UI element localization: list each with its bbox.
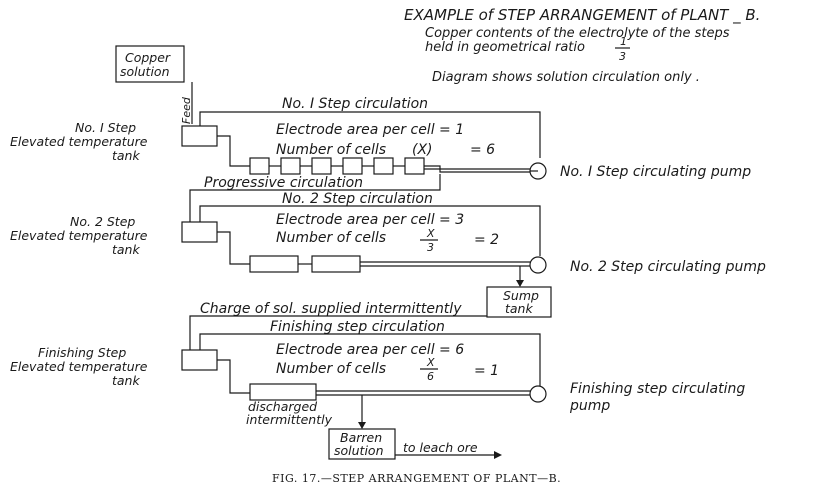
step2-tank bbox=[181, 221, 218, 243]
finishing-number-of-cells: Number of cells bbox=[276, 361, 386, 377]
finishing-pump-label-1: Finishing step circulating bbox=[570, 381, 745, 397]
barren-solution-label-1: Barren bbox=[340, 430, 382, 445]
step2-cell-1 bbox=[249, 255, 299, 273]
step2-tank-label-2: Elevated temperature bbox=[10, 228, 148, 243]
discharged-label-1: discharged bbox=[248, 399, 317, 414]
step2-to-sump-arrow bbox=[516, 280, 524, 287]
finishing-electrode-area: Electrode area per cell = 6 bbox=[276, 342, 464, 358]
copper-solution-box bbox=[115, 45, 185, 83]
figure-caption: FIG. 17.—STEP ARRANGEMENT OF PLANT—B. bbox=[272, 472, 561, 485]
discharged-label-2: intermittently bbox=[246, 412, 333, 427]
barren-solution-label-2: solution bbox=[334, 443, 384, 458]
step1-cells-value: = 6 bbox=[470, 142, 495, 158]
charge-label: Charge of sol. supplied intermittently bbox=[200, 301, 462, 317]
step1-tank bbox=[181, 125, 218, 147]
finishing-tank-label-3: tank bbox=[112, 373, 140, 388]
step2-tank-to-cells bbox=[217, 231, 250, 265]
sump-tank-label-2: tank bbox=[505, 301, 533, 316]
step2-circulation-line bbox=[199, 205, 541, 256]
step1-circulation-label: No. I Step circulation bbox=[282, 96, 428, 112]
step1-electrode-area: Electrode area per cell = 1 bbox=[276, 122, 464, 138]
finishing-pump bbox=[529, 385, 547, 403]
charge-line bbox=[189, 315, 487, 350]
finishing-tank bbox=[181, 349, 218, 371]
finishing-pump-label-2: pump bbox=[569, 398, 610, 414]
step1-cell-1 bbox=[249, 157, 270, 175]
step2-electrode-area: Electrode area per cell = 3 bbox=[276, 212, 464, 228]
step2-cells-value: = 2 bbox=[474, 232, 499, 248]
feed-label: Feed bbox=[180, 96, 193, 124]
step1-tank-label-1: No. I Step bbox=[75, 120, 136, 135]
step1-circulation-line bbox=[199, 111, 541, 158]
finishing-tank-label-1: Finishing Step bbox=[38, 345, 126, 360]
step1-cell-5 bbox=[373, 157, 394, 175]
step1-cell-6 bbox=[404, 157, 425, 175]
step1-number-of-cells: Number of cells bbox=[276, 142, 386, 158]
step2-tank-label-1: No. 2 Step bbox=[70, 214, 135, 229]
step2-tank-label-3: tank bbox=[112, 242, 140, 257]
step1-tank-label-3: tank bbox=[112, 148, 140, 163]
finishing-cell bbox=[249, 383, 317, 401]
leach-arrow bbox=[494, 451, 502, 459]
header-line-3: held in geometrical ratio bbox=[425, 40, 585, 55]
step1-cell-2 bbox=[280, 157, 301, 175]
step1-cell-4 bbox=[342, 157, 363, 175]
ratio-denominator: 3 bbox=[619, 50, 626, 63]
finishing-frac-numerator: X bbox=[426, 356, 435, 369]
diagram-note: Diagram shows solution circulation only … bbox=[432, 70, 700, 85]
discharge-arrow bbox=[358, 422, 366, 429]
header-line-2: Copper contents of the electrolyte of th… bbox=[425, 26, 730, 41]
ratio-numerator: 1 bbox=[620, 35, 627, 48]
step2-frac-denominator: 3 bbox=[427, 241, 434, 254]
copper-solution-label-1: Copper bbox=[125, 50, 171, 65]
step2-number-of-cells: Number of cells bbox=[276, 230, 386, 246]
step1-tank-to-cells bbox=[217, 135, 250, 167]
progressive-circulation-label: Progressive circulation bbox=[204, 175, 363, 191]
step2-circulation-label: No. 2 Step circulation bbox=[282, 191, 433, 207]
copper-solution-label-2: solution bbox=[120, 64, 170, 79]
finishing-tank-label-2: Elevated temperature bbox=[10, 359, 148, 374]
step1-tank-label-2: Elevated temperature bbox=[10, 134, 148, 149]
diagram-title: EXAMPLE of STEP ARRANGEMENT of PLANT _ B… bbox=[404, 6, 760, 25]
progressive-circulation-line bbox=[189, 174, 441, 222]
step1-cells-expression: (X) bbox=[412, 142, 433, 158]
finishing-cells-value: = 1 bbox=[474, 363, 499, 379]
step2-pump bbox=[529, 256, 547, 274]
sump-tank-label-1: Sump bbox=[503, 288, 539, 303]
finishing-frac-denominator: 6 bbox=[427, 370, 434, 383]
step2-pump-label: No. 2 Step circulating pump bbox=[570, 259, 766, 275]
step1-pump-label: No. I Step circulating pump bbox=[560, 164, 751, 180]
step1-cell-3 bbox=[311, 157, 332, 175]
finishing-circulation-line bbox=[199, 333, 541, 386]
finishing-tank-to-cell bbox=[217, 359, 250, 394]
finishing-circulation-label: Finishing step circulation bbox=[270, 319, 445, 335]
step2-cell-2 bbox=[311, 255, 361, 273]
leach-label: to leach ore bbox=[403, 440, 478, 455]
sump-tank bbox=[486, 286, 552, 318]
step2-frac-numerator: X bbox=[426, 227, 435, 240]
barren-solution-box bbox=[328, 428, 396, 460]
